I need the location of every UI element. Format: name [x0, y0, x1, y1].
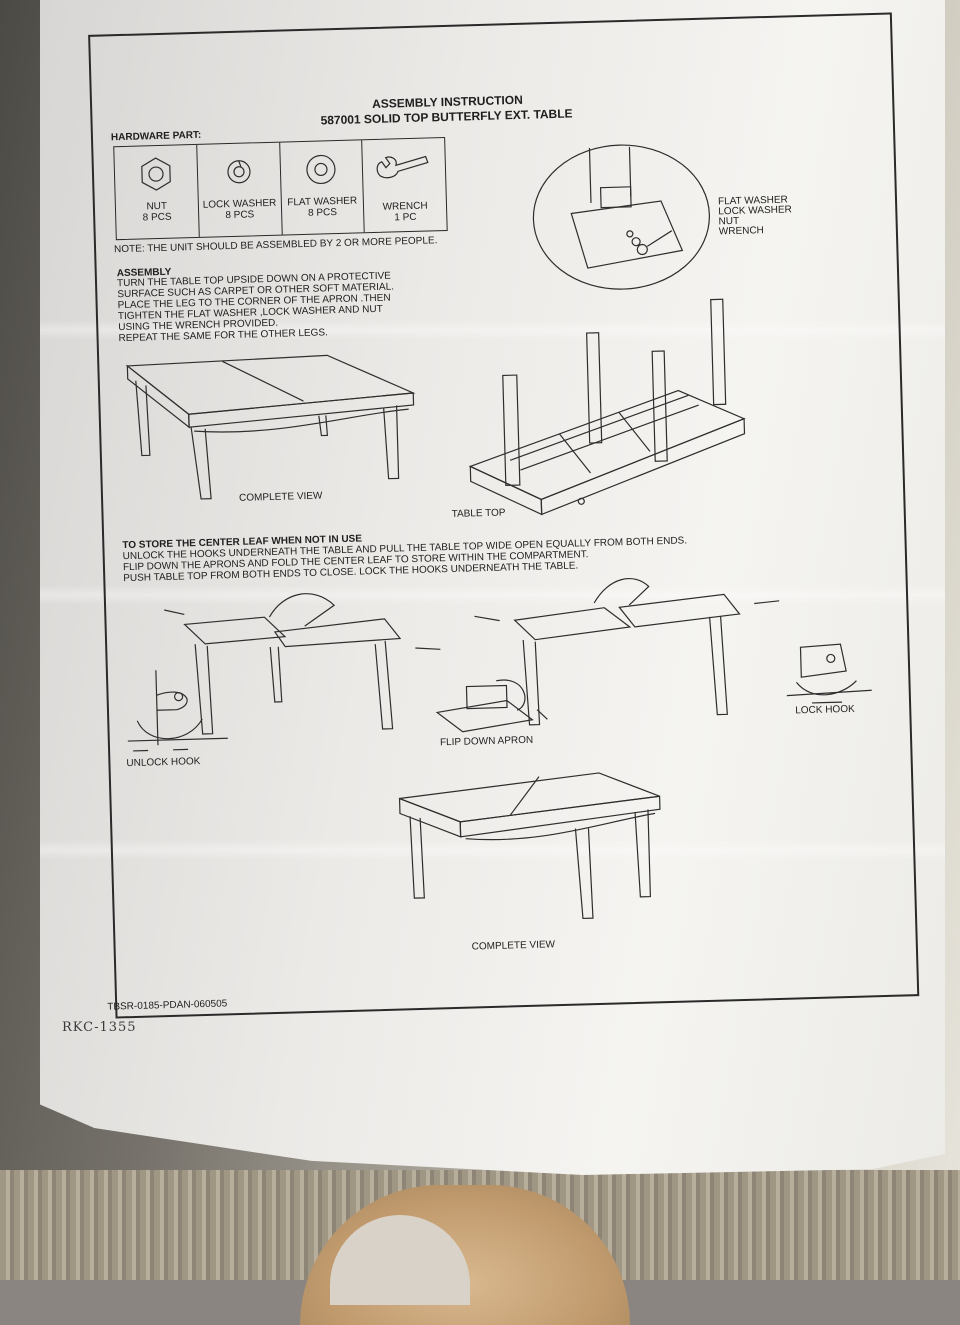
lock-hook-icon [786, 643, 872, 704]
lock-hook-label: LOCK HOOK [795, 703, 855, 717]
paper-fold-1 [40, 320, 945, 340]
table-opening-drawing [164, 593, 441, 735]
instruction-sheet [40, 0, 945, 1175]
table-complete-view-2-drawing [398, 772, 661, 920]
paper-fold-2 [40, 585, 945, 605]
unlock-hook-label: UNLOCK HOOK [126, 756, 201, 770]
detail-callouts: FLAT WASHER LOCK WASHER NUT WRENCH [718, 194, 793, 238]
lock-washer-icon [227, 160, 251, 184]
wrench-icon [376, 155, 429, 179]
table-top-label: TABLE TOP [451, 507, 506, 520]
table-closing-drawing [474, 578, 780, 726]
handwritten-note: RKC-1355 [62, 1020, 137, 1035]
part-qty: 1 PC [394, 211, 417, 224]
complete-view-label: COMPLETE VIEW [238, 490, 323, 504]
nut-icon [141, 157, 171, 191]
callout-wrench: WRENCH [718, 225, 764, 238]
part-qty: 8 PCS [225, 209, 255, 222]
assembly-steps: TURN THE TABLE TOP UPSIDE DOWN ON A PROT… [117, 270, 395, 345]
part-qty: 8 PCS [307, 207, 338, 219]
table-complete-view-drawing [125, 354, 416, 500]
detail-bolt-diagram [532, 144, 710, 290]
complete-view-label-2: COMPLETE VIEW [471, 939, 556, 953]
flat-washer-icon [306, 154, 336, 185]
flip-down-apron-icon [435, 679, 548, 733]
table-upside-down-drawing [468, 298, 746, 516]
paper-fold-3 [40, 840, 945, 860]
unlock-hook-icon [127, 670, 228, 752]
part-qty: 8 PCS [142, 211, 172, 224]
sheet-content: ASSEMBLY INSTRUCTION 587001 SOLID TOP BU… [48, 0, 957, 1058]
